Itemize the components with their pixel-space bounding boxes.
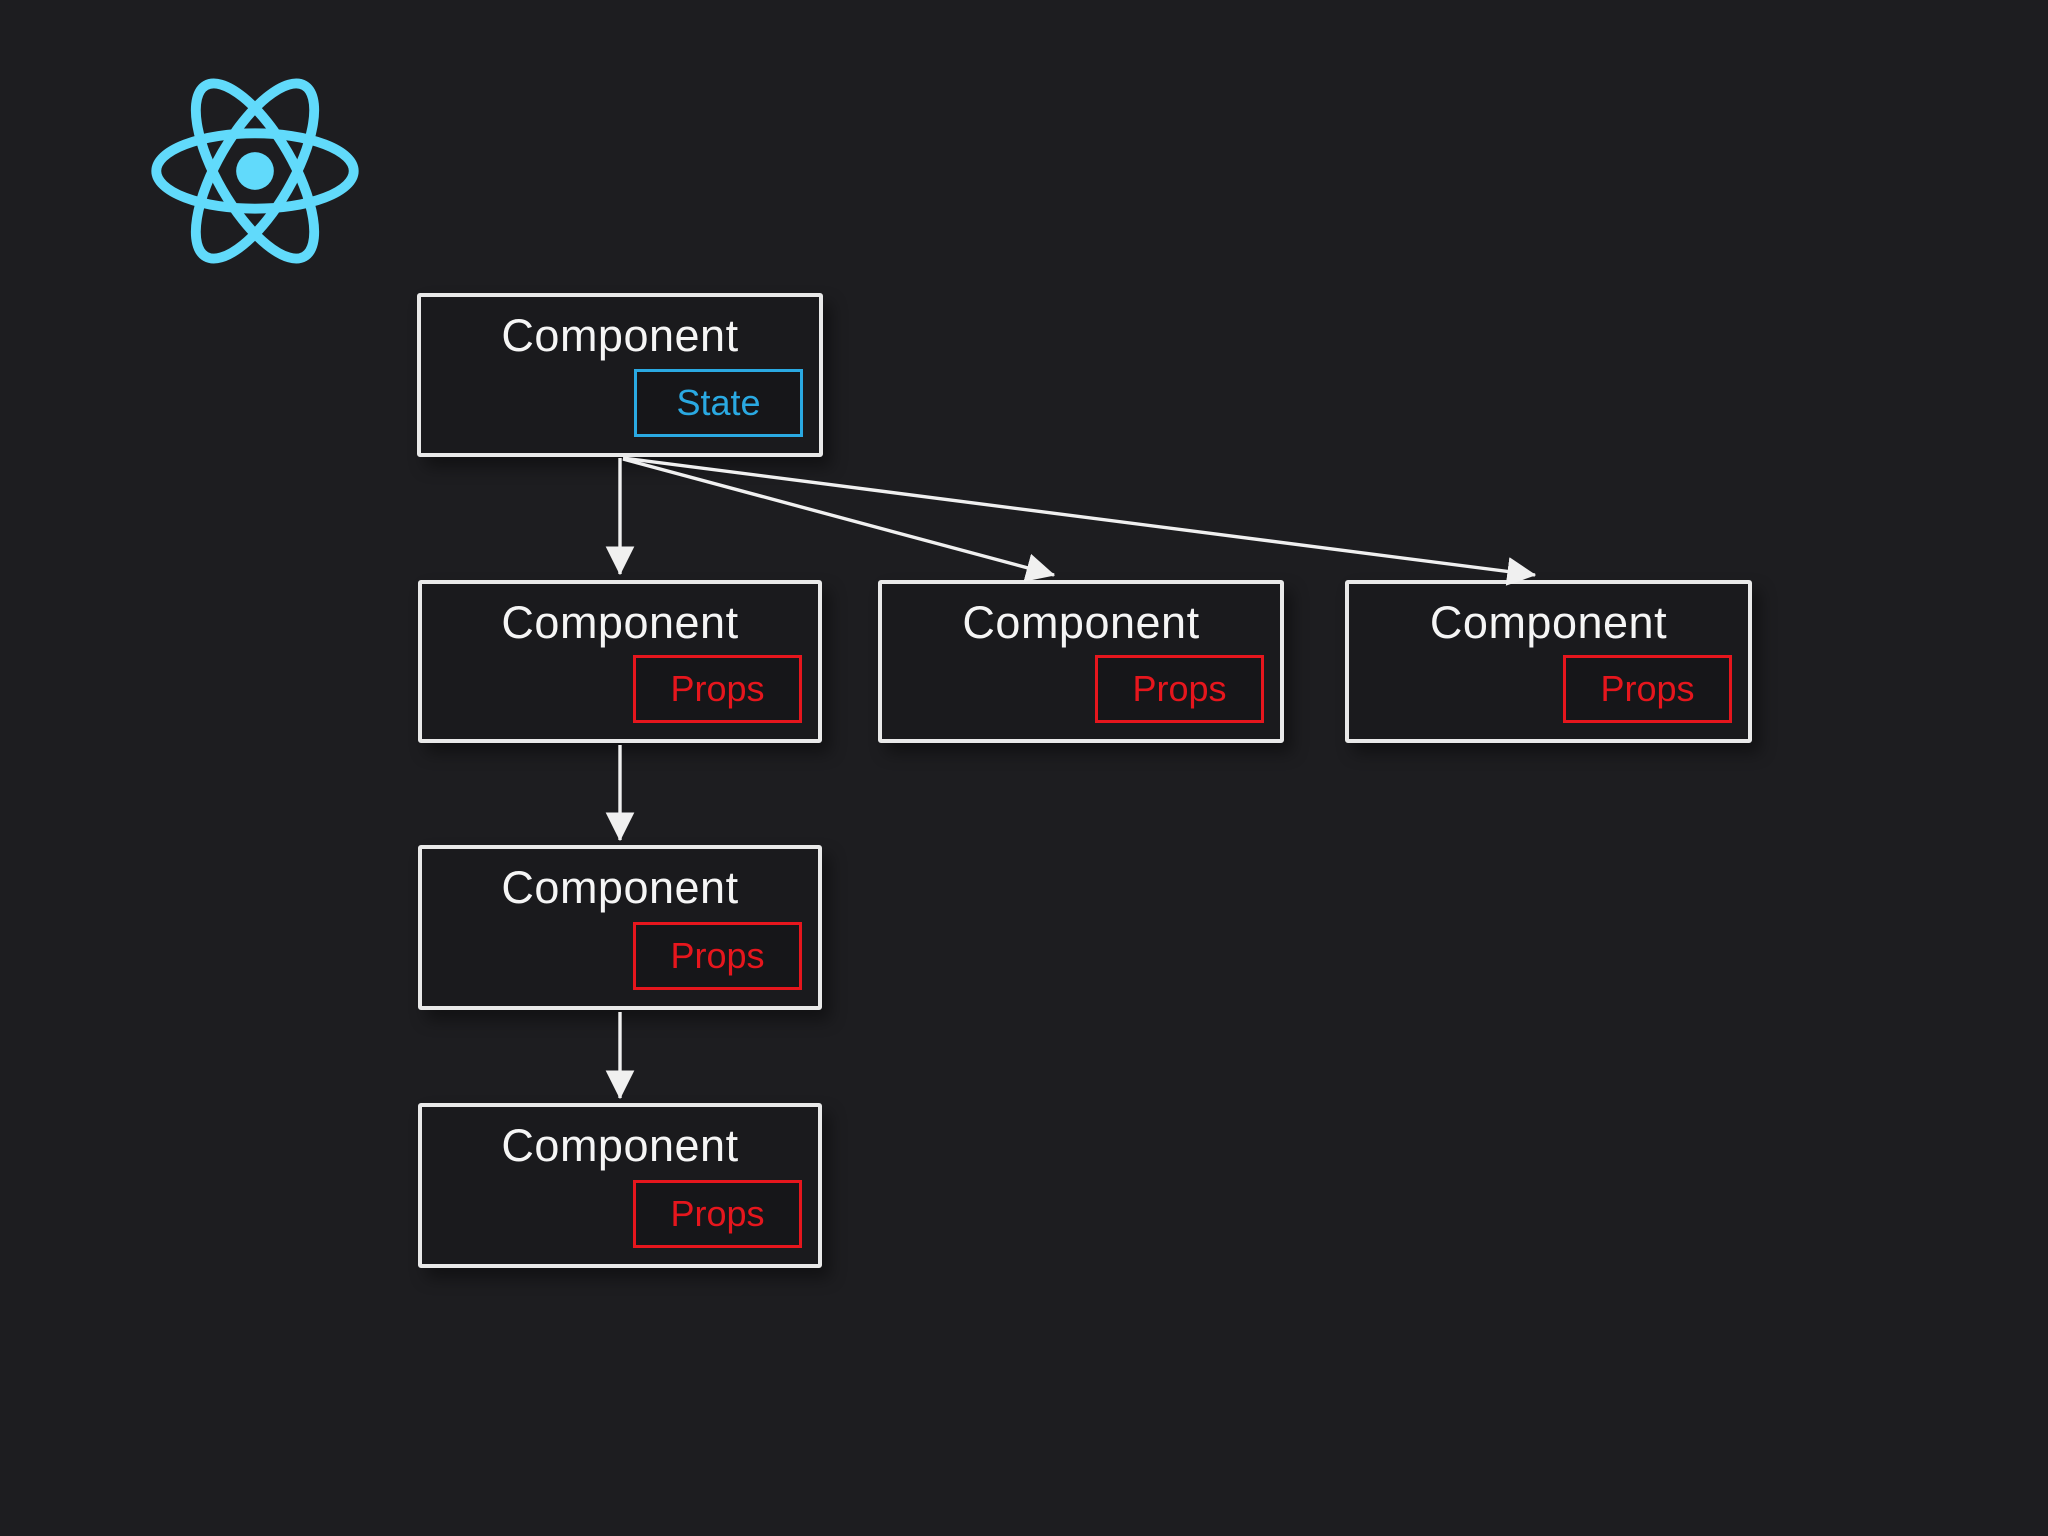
state-badge: State <box>634 369 803 437</box>
component-label: Component <box>501 1120 739 1171</box>
component-label: Component <box>501 597 739 648</box>
props-badge: Props <box>633 1180 802 1248</box>
component-label: Component <box>501 862 739 913</box>
component-node-root: Component State <box>417 293 823 457</box>
component-node-child-2: Component Props <box>878 580 1284 743</box>
component-label: Component <box>1429 597 1668 648</box>
component-node-child-1: Component Props <box>418 580 822 743</box>
component-label: Component <box>962 597 1200 648</box>
arrow-root-to-child-2 <box>622 457 1056 582</box>
component-label: Component <box>501 310 739 361</box>
props-badge: Props <box>1563 655 1732 723</box>
props-badge: Props <box>1095 655 1264 723</box>
props-badge: Props <box>633 655 802 723</box>
props-badge: Props <box>633 922 802 990</box>
component-node-child-3: Component Props <box>1345 580 1752 743</box>
arrow-root-to-child-3 <box>622 456 1537 586</box>
component-node-grandchild-1: Component Props <box>418 845 822 1010</box>
component-node-great-grandchild-1: Component Props <box>418 1103 822 1268</box>
react-logo-icon <box>151 78 359 264</box>
